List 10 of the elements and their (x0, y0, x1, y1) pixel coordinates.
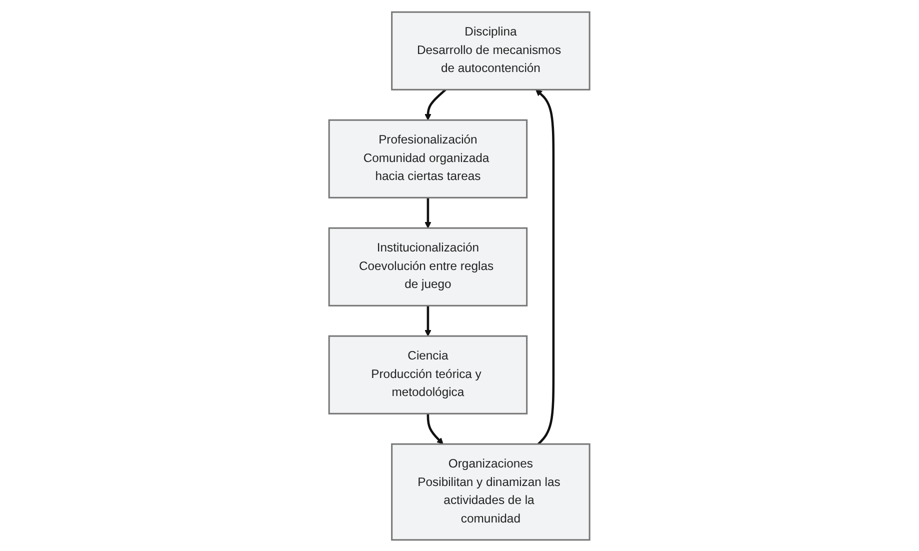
arrow (424, 305, 432, 336)
node-box: Organizaciones Posibilitan y dinamizan las actividades de la comunidad (391, 442, 590, 540)
arrow (424, 197, 432, 228)
arrow (536, 88, 555, 444)
node-box: Institucionalización Coevolución entre reglas de juego (328, 226, 528, 306)
node-box: Disciplina Desarrollo de mecanismos de autocontención (391, 10, 590, 90)
arrow (424, 88, 447, 120)
node-box: Ciencia Producción teórica y metodológica (328, 334, 528, 414)
node-box: Profesionalización Comunidad organizada hacia ciertas tareas (328, 118, 528, 198)
arrow (427, 413, 444, 444)
